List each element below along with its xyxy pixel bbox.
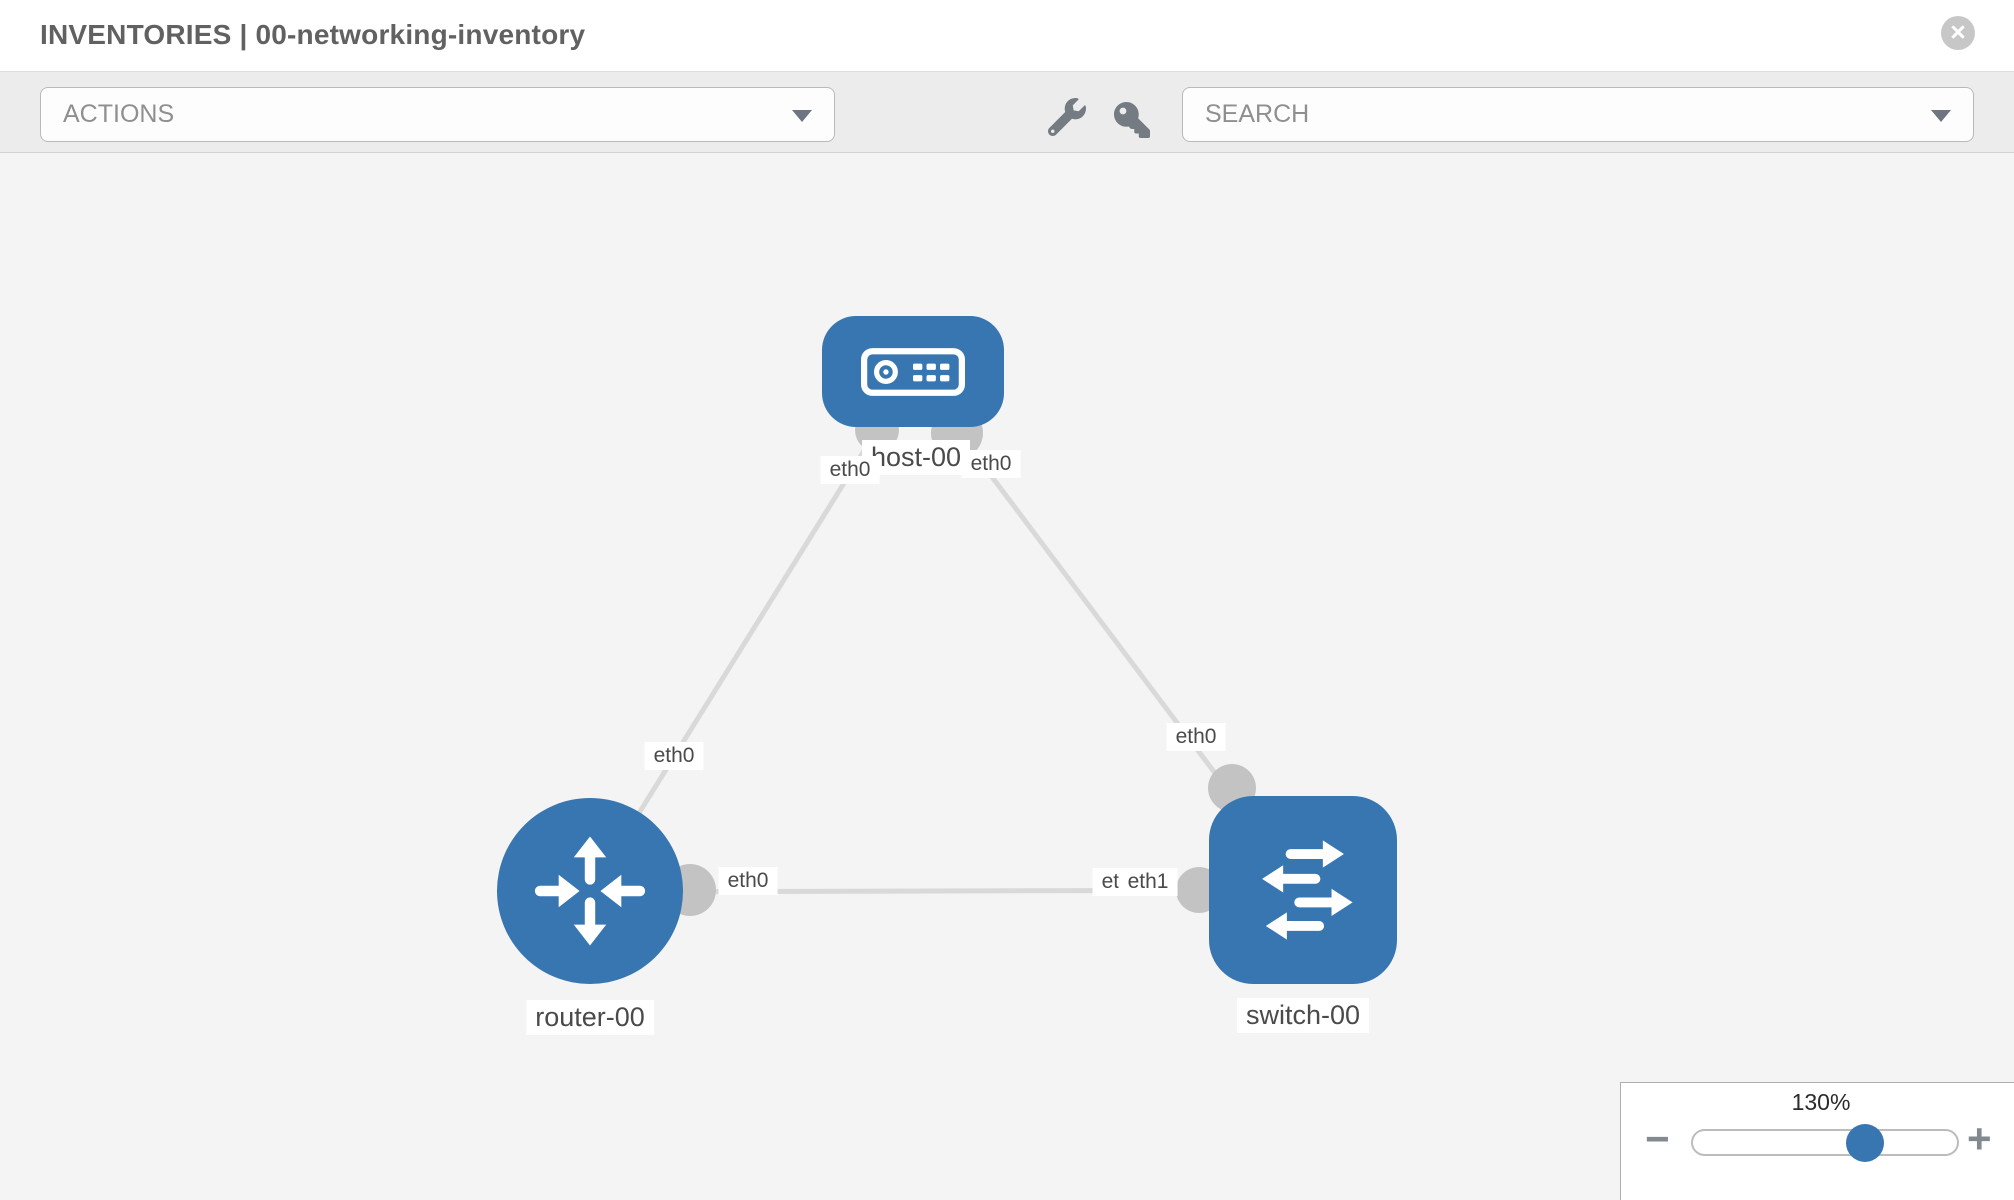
interface-label-router-side: eth0 bbox=[718, 867, 778, 895]
node-label-host: host-00 bbox=[861, 440, 971, 475]
node-router-00[interactable] bbox=[497, 798, 683, 984]
chevron-down-icon bbox=[792, 110, 812, 122]
actions-dropdown-label: ACTIONS bbox=[63, 100, 175, 128]
page-title: INVENTORIES | 00-networking-inventory bbox=[40, 19, 586, 50]
chevron-down-icon bbox=[1931, 110, 1951, 122]
zoom-slider-track[interactable] bbox=[1691, 1129, 1959, 1156]
interface-label-host-switch-link: eth0 bbox=[1166, 723, 1226, 751]
close-button[interactable]: × bbox=[1941, 16, 1975, 50]
zoom-level: 130% bbox=[1791, 1089, 1851, 1115]
close-icon: × bbox=[1950, 17, 1966, 47]
wrench-button[interactable] bbox=[1048, 98, 1086, 136]
zoom-control: 130% − + bbox=[1620, 1082, 2014, 1200]
interface-label-switch-side: eth1 bbox=[1118, 868, 1178, 896]
zoom-slider-knob[interactable] bbox=[1846, 1124, 1884, 1162]
node-switch-00[interactable] bbox=[1209, 796, 1397, 984]
interface-label-host-right: eth0 bbox=[961, 450, 1021, 478]
interface-label-router-host-link: eth0 bbox=[644, 742, 704, 770]
toolbar: ACTIONS SEARCH bbox=[0, 72, 2014, 153]
node-host-00[interactable] bbox=[822, 316, 1004, 427]
key-icon bbox=[1114, 102, 1150, 138]
router-icon bbox=[534, 836, 646, 946]
zoom-out-button[interactable]: − bbox=[1645, 1113, 1670, 1165]
topology-links-layer bbox=[587, 370, 1305, 916]
plus-icon: + bbox=[1967, 1115, 1992, 1162]
node-label-switch: switch-00 bbox=[1236, 998, 1370, 1033]
search-dropdown[interactable]: SEARCH bbox=[1182, 87, 1974, 142]
network-canvas[interactable]: host-00 router-00 switch-00 eth0 eth0 et… bbox=[0, 153, 2014, 1200]
host-icon bbox=[861, 347, 965, 396]
minus-icon: − bbox=[1645, 1115, 1670, 1162]
header: INVENTORIES | 00-networking-inventory × bbox=[0, 0, 2014, 72]
wrench-icon bbox=[1048, 98, 1086, 136]
actions-dropdown[interactable]: ACTIONS bbox=[40, 87, 835, 142]
zoom-in-button[interactable]: + bbox=[1967, 1113, 1992, 1165]
search-dropdown-label: SEARCH bbox=[1205, 100, 1310, 128]
interface-label-host-left: eth0 bbox=[820, 456, 880, 484]
switch-icon bbox=[1262, 840, 1353, 940]
key-button[interactable] bbox=[1114, 102, 1150, 138]
node-label-router: router-00 bbox=[526, 1000, 654, 1035]
